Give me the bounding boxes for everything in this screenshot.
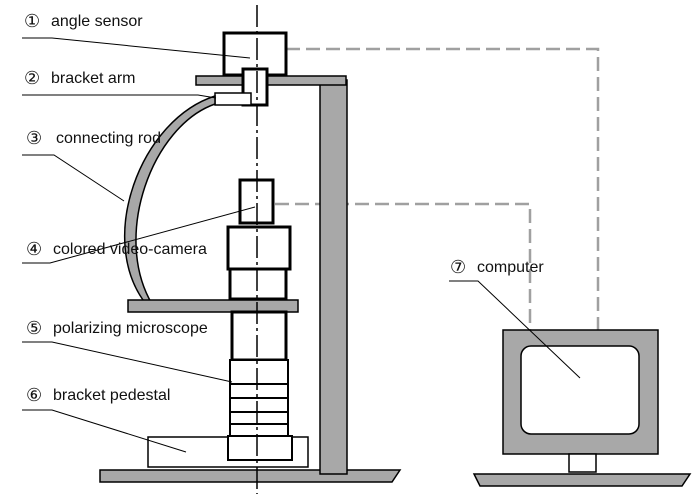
svg-text:①: ①: [24, 11, 40, 32]
polarizing-microscope: [226, 225, 293, 461]
svg-text:bracket arm: bracket arm: [51, 70, 135, 87]
monitor-base: [472, 473, 692, 487]
svg-text:computer: computer: [477, 259, 544, 276]
label-computer: ⑦ computer: [450, 257, 544, 278]
base-plate: [99, 469, 402, 483]
signal-cables: [275, 47, 600, 330]
svg-text:⑤: ⑤: [26, 318, 42, 339]
svg-text:②: ②: [24, 68, 40, 89]
label-connecting-rod: ③ connecting rod: [26, 128, 161, 149]
svg-text:colored video-camera: colored video-camera: [53, 241, 207, 258]
label-bracket-pedestal: ⑥ bracket pedestal: [26, 385, 170, 406]
svg-text:④: ④: [26, 239, 42, 260]
angle-sensor-box: [222, 31, 288, 77]
svg-text:angle sensor: angle sensor: [51, 13, 143, 30]
label-bracket-arm: ② bracket arm: [24, 68, 135, 89]
bracket-arm-clamp: [214, 92, 252, 106]
camera-cable: [275, 202, 532, 330]
svg-text:⑥: ⑥: [26, 385, 42, 406]
svg-text:⑦: ⑦: [450, 257, 466, 278]
monitor-neck: [568, 453, 597, 473]
label-polarizing-microscope: ⑤ polarizing microscope: [26, 318, 208, 339]
svg-text:③: ③: [26, 128, 42, 149]
leader-lines: [22, 37, 581, 453]
vertical-pillar: [319, 79, 348, 475]
sensor-cable: [286, 47, 600, 330]
label-angle-sensor: ① angle sensor: [24, 11, 143, 32]
computer: [472, 329, 692, 487]
connecting-rod: [123, 94, 216, 305]
bracket-arm-box: [241, 67, 269, 107]
svg-text:connecting rod: connecting rod: [56, 130, 161, 147]
label-colored-video-camera: ④ colored video-camera: [26, 239, 207, 260]
top-horizontal-arm: [195, 75, 347, 86]
monitor-screen: [520, 345, 640, 435]
svg-text:bracket pedestal: bracket pedestal: [53, 387, 170, 404]
stage-plate: [127, 299, 299, 313]
svg-text:polarizing microscope: polarizing microscope: [53, 320, 208, 337]
